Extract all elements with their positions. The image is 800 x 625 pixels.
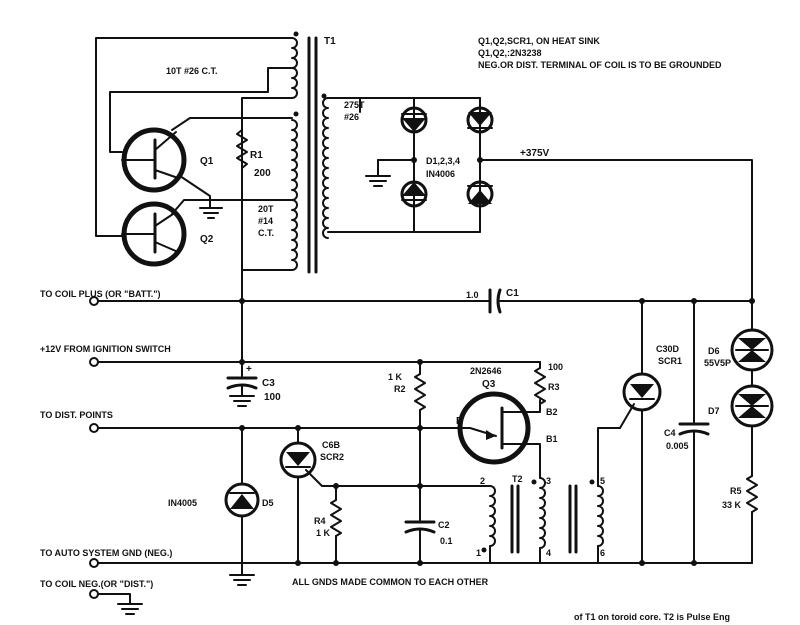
t2-pin2: 2 [480, 476, 485, 486]
r1-label: R1 [250, 150, 263, 161]
note-line3: NEG.OR DIST. TERMINAL OF COIL IS TO BE G… [478, 60, 722, 70]
footer-caption: of T1 on toroid core. T2 is Pulse Eng [574, 612, 730, 622]
t1-secondary-b: #26 [344, 112, 359, 122]
q2-label: Q2 [200, 234, 214, 245]
c3-plus: + [246, 364, 252, 375]
q3-type: 2N2646 [470, 366, 502, 376]
r3-label: R3 [548, 382, 560, 392]
hv-label: +375V [520, 148, 550, 159]
t1-secondary-a: 275T [344, 100, 365, 110]
c3-value: 100 [264, 392, 281, 403]
t2-transformer [481, 427, 621, 564]
q1-label: Q1 [200, 156, 214, 167]
r5-label: R5 [730, 486, 742, 496]
scr2-thyristor [279, 425, 491, 566]
c1-value: 1.0 [466, 290, 479, 300]
scr1-label: SCR1 [658, 356, 682, 366]
c2-label: C2 [438, 520, 450, 530]
q3-ujt [457, 391, 541, 479]
ground-icon [117, 603, 143, 615]
c1-label: C1 [506, 288, 519, 299]
c4-value: 0.005 [666, 441, 689, 451]
r4-resistor [330, 485, 342, 566]
c4-capacitor [678, 298, 710, 566]
r5-resistor [746, 425, 758, 564]
q2-transistor [121, 201, 187, 267]
t2-pin6: 6 [600, 548, 605, 558]
d6-zener [730, 300, 774, 372]
d6-type: 55V5P [704, 358, 731, 368]
c3-label: C3 [262, 378, 275, 389]
r1-resistor [236, 129, 248, 169]
c2-value: 0.1 [440, 536, 453, 546]
dist-points-label: TO DIST. POINTS [40, 410, 113, 420]
plus12-label: +12V FROM IGNITION SWITCH [40, 344, 171, 354]
ground-icon [199, 207, 223, 219]
d5-type: IN4005 [168, 498, 197, 508]
r2-label: R2 [394, 384, 406, 394]
t1-label: T1 [324, 36, 336, 47]
t2-pin4: 4 [546, 548, 551, 558]
t2-pin5: 5 [600, 476, 605, 486]
note-line1: Q1,Q2,SCR1, ON HEAT SINK [478, 36, 600, 46]
q1-transistor [121, 127, 187, 193]
auto-gnd-label: TO AUTO SYSTEM GND (NEG.) [40, 548, 172, 558]
scr1-thyristor [619, 298, 662, 566]
t2-pin3: 3 [546, 476, 551, 486]
t2-label: T2 [512, 474, 523, 484]
r3-resistor [534, 361, 546, 405]
scr2-label: SCR2 [320, 452, 344, 462]
d6-label: D6 [708, 346, 720, 356]
d5-label: D5 [262, 498, 274, 508]
diodes-type: IN4006 [426, 169, 455, 179]
ground-icon [365, 159, 391, 187]
t2-pin1: 1 [476, 548, 481, 558]
scr2-type: C6B [322, 440, 341, 450]
d7-zener [730, 369, 774, 428]
r2-value: 1 K [388, 372, 403, 382]
r4-value: 1 K [316, 528, 331, 538]
gnd-note: ALL GNDS MADE COMMON TO EACH OTHER [292, 577, 489, 587]
q3-b2: B2 [546, 407, 558, 417]
t1-feedback-b: #14 [258, 216, 273, 226]
r4-label: R4 [314, 516, 326, 526]
c1-capacitor [488, 288, 502, 314]
q3-e: E [456, 416, 463, 427]
dist-points-terminal[interactable] [89, 423, 99, 433]
note-line2: Q1,Q2,:2N3238 [478, 48, 542, 58]
plus12-terminal[interactable] [89, 357, 99, 367]
ground-icon [229, 562, 255, 586]
diodes-label: D1,2,3,4 [426, 156, 460, 166]
c4-label: C4 [664, 428, 676, 438]
c3-capacitor [226, 361, 258, 407]
r3-value: 100 [548, 362, 563, 372]
r5-value: 33 K [722, 500, 742, 510]
t1-feedback-a: 20T [258, 204, 274, 214]
d5-diode [224, 427, 260, 564]
coil-neg-label: TO COIL NEG.(OR "DIST.") [40, 579, 153, 589]
r1-value: 200 [254, 168, 271, 179]
r2-resistor [414, 361, 426, 487]
coil-plus-label: TO COIL PLUS (OR "BATT.") [40, 289, 161, 299]
t1-primary-label: 10T #26 C.T. [166, 66, 218, 76]
scr1-type: C30D [656, 344, 680, 354]
c2-capacitor [404, 485, 436, 566]
q3-label: Q3 [482, 379, 496, 390]
q3-b1: B1 [546, 434, 558, 444]
bridge-rectifier [327, 97, 494, 233]
coil-neg-terminal[interactable] [89, 589, 99, 599]
d7-label: D7 [708, 406, 720, 416]
t1-transformer [291, 31, 329, 274]
auto-gnd-terminal[interactable] [89, 558, 99, 568]
t1-feedback-c: C.T. [258, 228, 274, 238]
